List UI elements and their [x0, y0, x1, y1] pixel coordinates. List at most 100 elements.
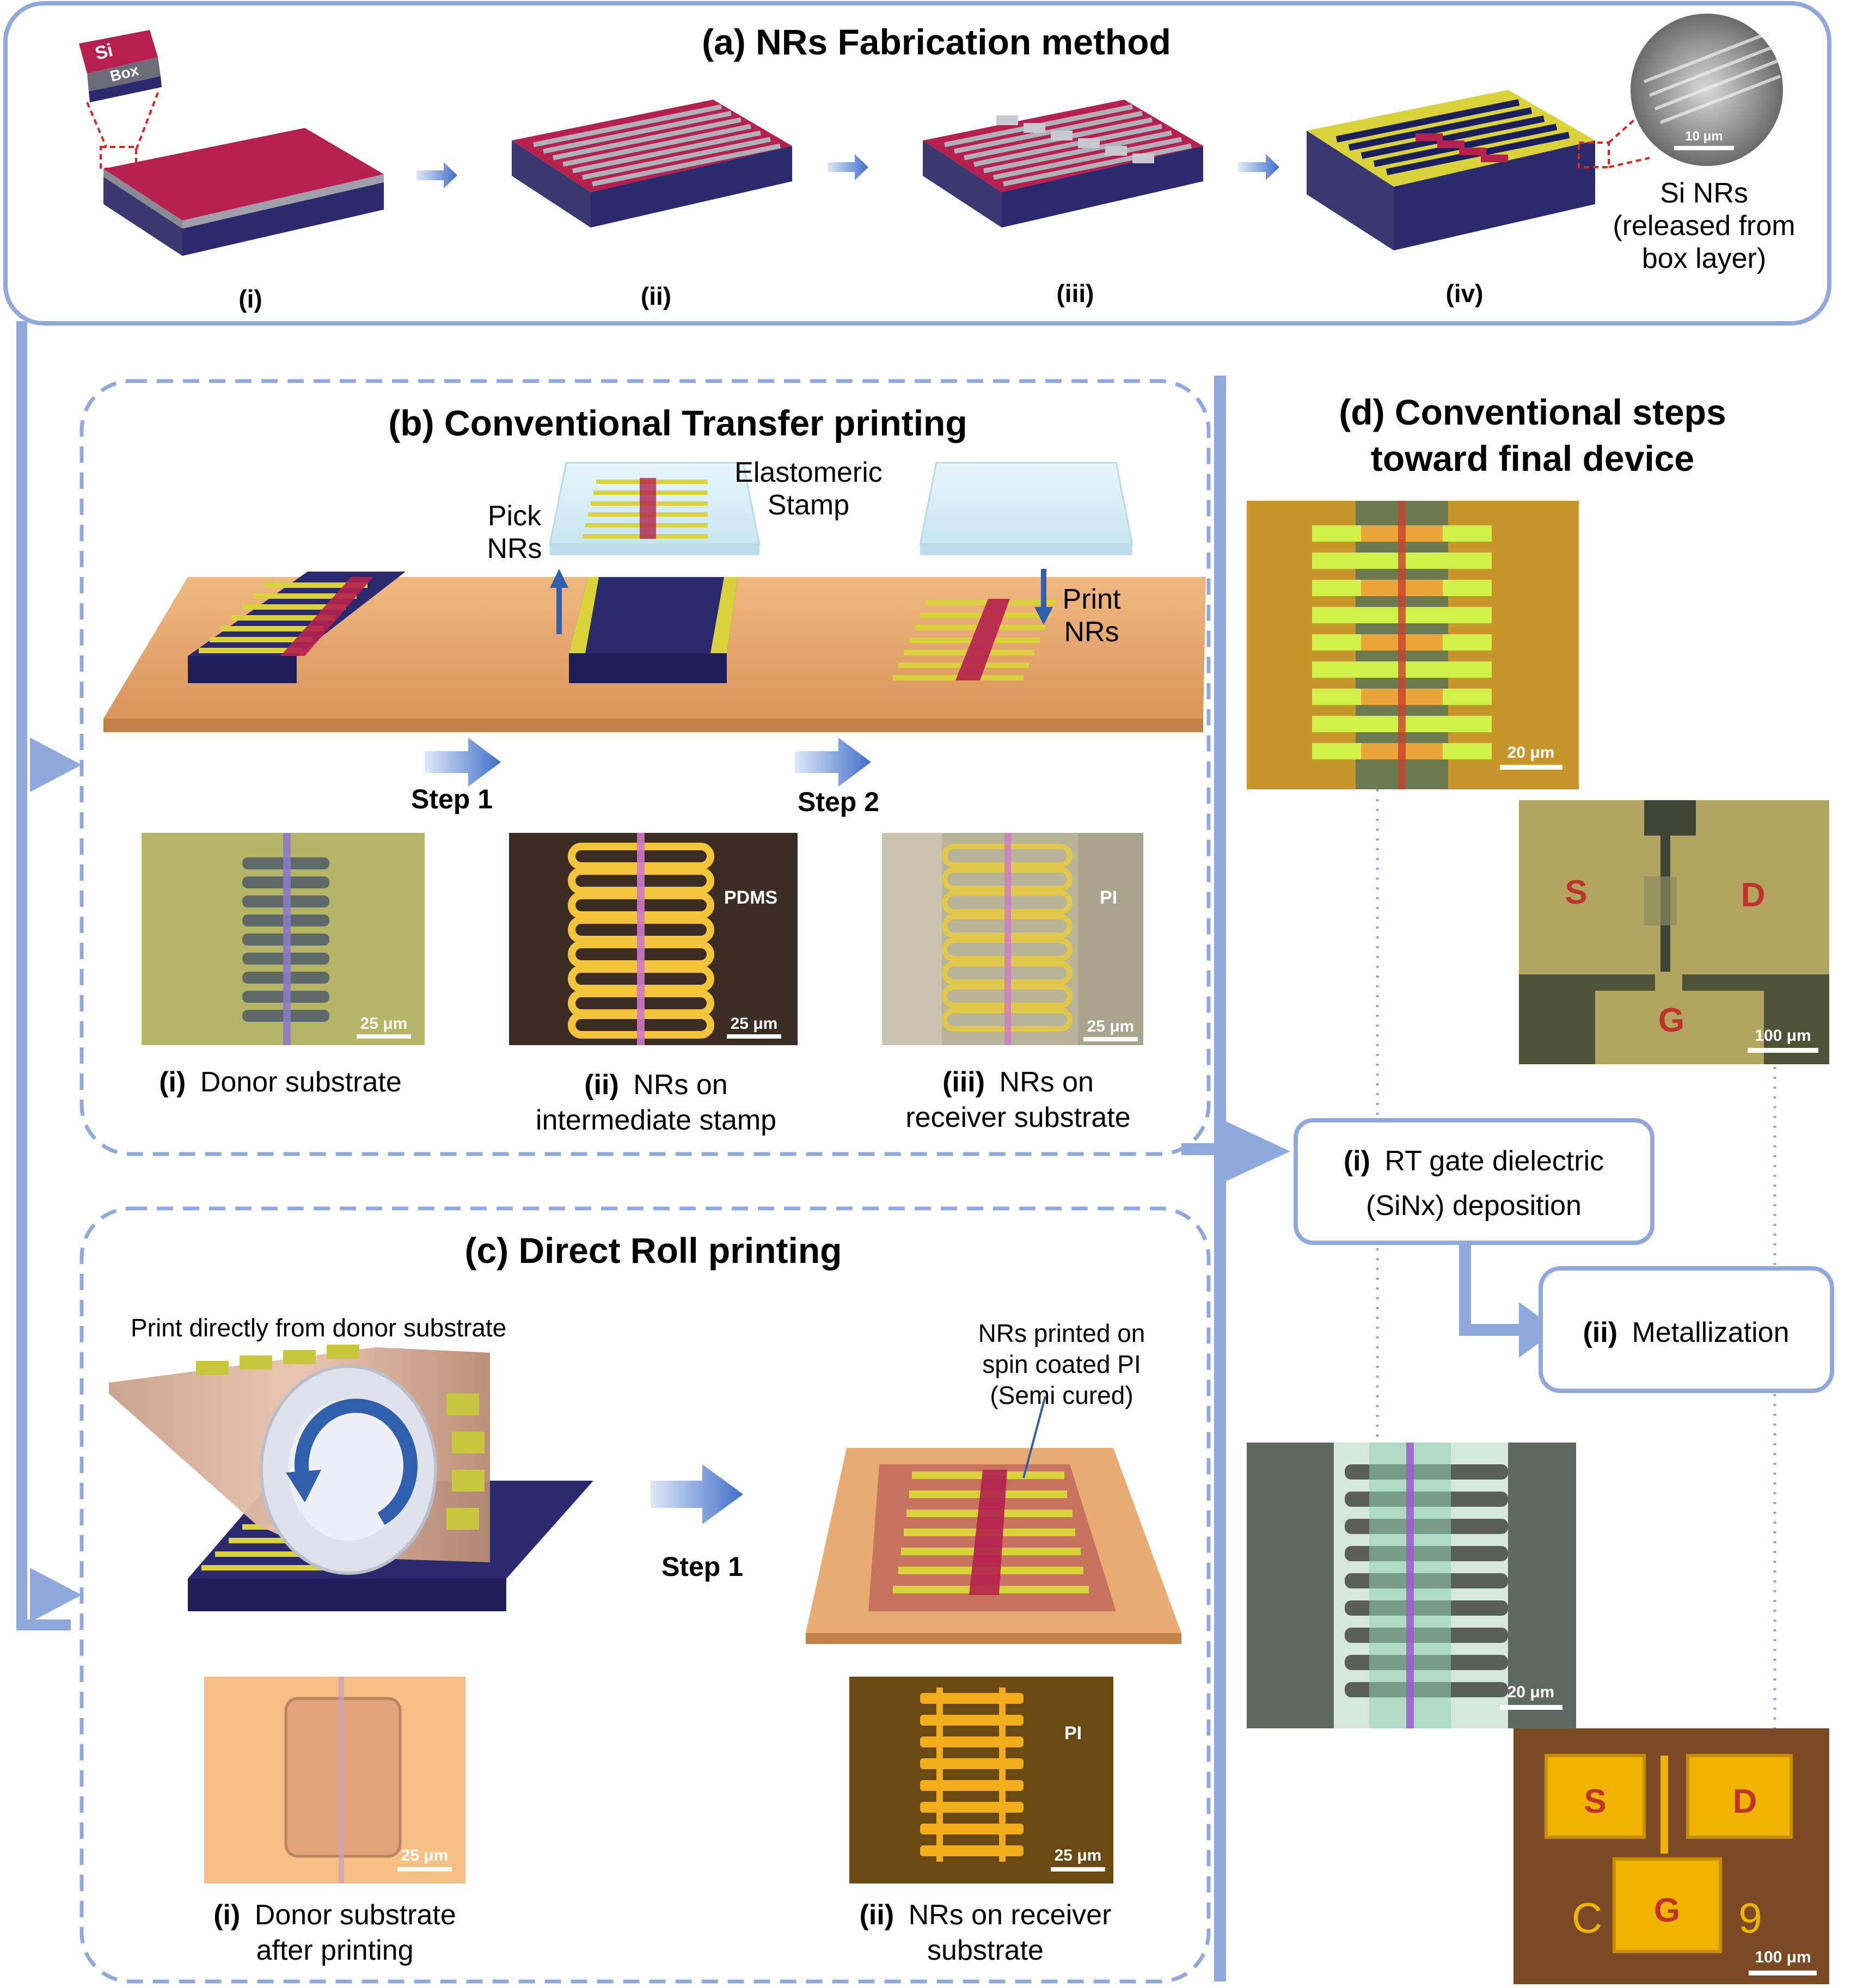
- caption-c-i-1: (i) Donor substrate: [213, 1899, 456, 1931]
- sem-caption-1: Si NRs: [1660, 177, 1748, 209]
- box-i-roman: (i): [1344, 1145, 1370, 1177]
- stamp-label-1: Elastomeric: [734, 457, 883, 488]
- receiver-plate-c: [806, 1448, 1181, 1644]
- panel-b-frame: [79, 379, 1211, 1156]
- mask-mark-9: 9: [1738, 1894, 1762, 1942]
- caption-b-ii-text1: NRs on: [633, 1069, 727, 1101]
- caption-b-iii-roman: (iii): [942, 1066, 985, 1098]
- caption-b-i: (i) Donor substrate: [159, 1066, 402, 1098]
- caption-c-i-roman: (i): [213, 1899, 240, 1931]
- box-i-line1: (i) RT gate dielectric: [1344, 1145, 1604, 1177]
- elastomeric-stamp-right: [919, 462, 1133, 555]
- nrs-note-pointer: [1022, 1396, 1046, 1478]
- pick-label-2: NRs: [487, 533, 542, 565]
- print-label-2: NRs: [1064, 616, 1119, 648]
- panel-b: (b) Conventional Transfer printing: [79, 379, 1211, 1156]
- scale-c-i: 25 μm: [401, 1846, 449, 1864]
- panel-a: (a) NRs Fabrication method Si Box: [3, 1, 1831, 326]
- caption-b-ii-roman: (ii): [584, 1069, 619, 1101]
- micrograph-c-i: 25 μm: [204, 1677, 465, 1883]
- micrograph-b-iii: PI 25 μm: [882, 833, 1143, 1045]
- panel-a-frame: [3, 1, 1831, 326]
- print-arrow: [1034, 569, 1053, 625]
- roll-printer: [109, 1345, 593, 1611]
- panel-a-arrows: [416, 154, 1279, 188]
- caption-c-ii-roman: (ii): [860, 1899, 894, 1931]
- caption-b-ii-1: (ii) NRs on: [584, 1069, 727, 1101]
- pick-arrow: [550, 569, 568, 634]
- micrograph-d-1: 20 μm: [1247, 501, 1579, 789]
- step-label-ii: (ii): [641, 282, 671, 310]
- flow-connectors: [16, 321, 1290, 1981]
- panel-c-title: (c) Direct Roll printing: [465, 1230, 842, 1271]
- box-ii-roman: (ii): [1583, 1317, 1617, 1348]
- step1-arrow-b: [425, 738, 501, 787]
- box-connector-arrow: [1459, 1243, 1557, 1358]
- printed-nrs: [893, 599, 1056, 680]
- scale-d-100a: 100 μm: [1755, 1027, 1811, 1045]
- panel-d-title-2: toward final device: [1371, 438, 1694, 478]
- stamp-label-2: Stamp: [768, 489, 849, 521]
- step-label-i: (i): [238, 285, 262, 313]
- micrograph-d-4: S D G C 9 100 μm: [1513, 1728, 1829, 1984]
- step1-arrow-c: [651, 1464, 743, 1524]
- step1-label-c: Step 1: [661, 1551, 743, 1582]
- mask-mark-c: C: [1572, 1894, 1602, 1942]
- label-g-bottom: G: [1654, 1892, 1680, 1929]
- step2-label-b: Step 2: [798, 787, 879, 817]
- si-box-inset: Si Box: [79, 30, 162, 170]
- step1-label-b: Step 1: [411, 784, 493, 814]
- scale-b-iii: 25 μm: [1087, 1017, 1135, 1035]
- label-s-top: S: [1565, 874, 1587, 911]
- wafer-step-iii: [923, 100, 1203, 228]
- caption-b-i-roman: (i): [159, 1066, 186, 1098]
- label-s-bottom: S: [1584, 1783, 1606, 1820]
- step-label-iii: (iii): [1057, 279, 1094, 308]
- tag-pi-c: PI: [1064, 1723, 1082, 1744]
- wafer-step-i: [103, 128, 384, 256]
- scale-d-20a: 20 μm: [1508, 744, 1555, 762]
- scale-b-ii: 25 μm: [731, 1015, 778, 1033]
- scale-b-i: 25 μm: [360, 1015, 408, 1033]
- panel-a-title: (a) NRs Fabrication method: [702, 22, 1171, 62]
- panel-b-title: (b) Conventional Transfer printing: [388, 403, 967, 443]
- label-d-top: D: [1741, 876, 1766, 914]
- panel-d: (d) Conventional steps toward final devi…: [1247, 392, 1834, 1984]
- nrs-note-2: spin coated PI: [982, 1350, 1141, 1378]
- micrograph-c-ii: PI 25 μm: [849, 1677, 1113, 1883]
- step-label-iv: (iv): [1446, 279, 1484, 308]
- caption-c-i-text1: Donor substrate: [255, 1899, 456, 1931]
- tag-pdms: PDMS: [724, 887, 777, 908]
- process-box-i: (i) RT gate dielectric (SiNx) deposition: [1294, 1118, 1654, 1245]
- scale-d-100b: 100 μm: [1755, 1948, 1811, 1966]
- caption-b-i-text: Donor substrate: [200, 1066, 402, 1098]
- step2-arrow-b: [795, 738, 871, 787]
- box-i-line2: (SiNx) deposition: [1366, 1190, 1582, 1222]
- caption-c-ii-1: (ii) NRs on receiver: [860, 1899, 1112, 1931]
- caption-c-i-2: after printing: [256, 1935, 413, 1966]
- print-direct-label: Print directly from donor substrate: [131, 1314, 506, 1342]
- caption-c-ii-text1: NRs on receiver: [909, 1899, 1112, 1931]
- label-d-bottom: D: [1733, 1783, 1757, 1820]
- box-ii-text: Metallization: [1632, 1317, 1789, 1348]
- donor-block: [188, 572, 406, 683]
- micrograph-b-i: 25 μm: [142, 833, 425, 1045]
- box-ii-line: (ii) Metallization: [1583, 1317, 1789, 1348]
- sem-scale-label: 10 μm: [1685, 129, 1723, 144]
- micrograph-b-ii: PDMS 25 μm: [509, 833, 798, 1045]
- caption-b-iii-2: receiver substrate: [905, 1102, 1130, 1133]
- wafer-step-ii: [512, 100, 792, 228]
- panel-c: (c) Direct Roll printing Print directly …: [79, 1206, 1211, 1984]
- caption-b-iii-text1: NRs on: [1000, 1066, 1094, 1098]
- print-label-1: Print: [1063, 584, 1121, 615]
- sem-caption-3: box layer): [1642, 243, 1766, 274]
- nrs-note-3: (Semi cured): [990, 1381, 1133, 1409]
- pick-label-1: Pick: [488, 500, 542, 532]
- sem-inset: 10 μm: [1631, 14, 1783, 166]
- caption-b-iii-1: (iii) NRs on: [942, 1066, 1094, 1098]
- panel-d-dotted-lines: [1376, 789, 1776, 1728]
- wafer-step-iv: [1307, 90, 1651, 250]
- caption-b-ii-2: intermediate stamp: [536, 1105, 776, 1136]
- scale-c-ii: 25 μm: [1055, 1846, 1102, 1864]
